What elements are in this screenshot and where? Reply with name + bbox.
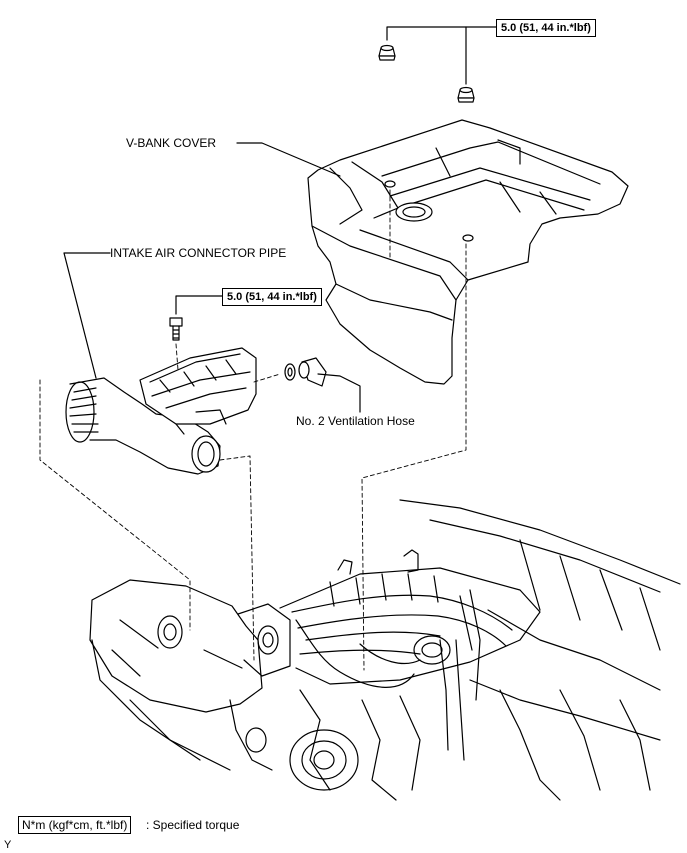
- intake-air-connector-pipe-label: INTAKE AIR CONNECTOR PIPE: [110, 246, 287, 260]
- v-bank-cover-part: [307, 119, 629, 385]
- clamp-part: [284, 363, 296, 381]
- cover-nut-right: [457, 86, 475, 103]
- intake-air-connector-pipe-part: [65, 347, 257, 475]
- ventilation-hose-label: No. 2 Ventilation Hose: [296, 414, 415, 428]
- torque-callout-pipe-bolt: 5.0 (51, 44 in.*lbf): [222, 288, 322, 306]
- dashed-alignment-lines: [39, 189, 467, 671]
- cover-nut-left: [378, 44, 396, 61]
- v-bank-cover-label: V-BANK COVER: [126, 136, 217, 150]
- torque-callout-cover-nuts: 5.0 (51, 44 in.*lbf): [496, 19, 596, 37]
- ventilation-hose-part: [298, 357, 327, 387]
- pipe-bolt: [169, 317, 183, 341]
- corner-mark: Y: [4, 839, 12, 851]
- engine-assembly: [89, 499, 681, 801]
- leader-lines: [63, 26, 497, 413]
- torque-legend-box: N*m (kgf*cm, ft.*lbf): [18, 816, 132, 834]
- torque-legend-text: : Specified torque: [146, 818, 240, 832]
